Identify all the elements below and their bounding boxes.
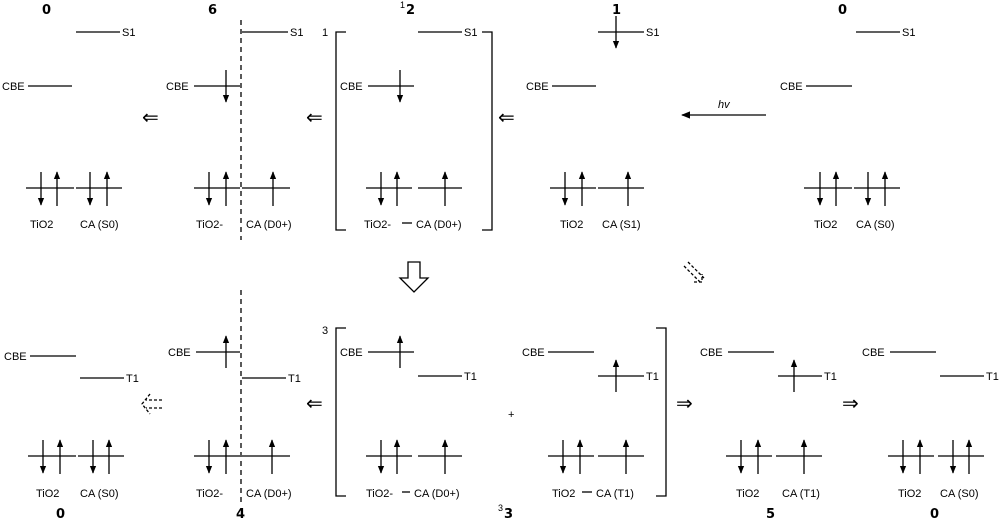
multiplicity-superscript: 1 bbox=[400, 0, 405, 10]
right-bracket bbox=[656, 327, 667, 497]
species-number: 5 bbox=[766, 507, 775, 521]
ca-label: CA (D0+) bbox=[414, 488, 460, 500]
multiplicity-superscript: 3 bbox=[498, 503, 503, 513]
cbe-label: CBE bbox=[780, 81, 803, 93]
ca-label: CA (T1) bbox=[596, 488, 634, 500]
panel-top-6: 6 S1 CBE TiO2- CA (D0+) bbox=[166, 3, 303, 240]
dashed-diagonal-arrow-icon bbox=[683, 265, 703, 283]
ca-label: CA (D0+) bbox=[246, 488, 292, 500]
tio2-minus-label: TiO2- bbox=[196, 488, 223, 500]
tio2-label: TiO2 bbox=[814, 219, 837, 231]
cbe-label: CBE bbox=[522, 347, 545, 359]
double-arrow-right-icon: ⇒ bbox=[842, 393, 859, 415]
cbe-label: CBE bbox=[526, 81, 549, 93]
species-number: 2 bbox=[406, 3, 415, 18]
panel-top-0-right: 0 S1 CBE TiO2 CA (S0) bbox=[780, 3, 915, 231]
t1-label: T1 bbox=[986, 371, 999, 383]
cbe-label: CBE bbox=[340, 81, 363, 93]
panel-bottom-4: CBE T1 TiO2- CA (D0+) 4 bbox=[168, 290, 301, 521]
species-number: 3 bbox=[504, 507, 513, 521]
tio2-label: TiO2 bbox=[552, 488, 575, 500]
panel-bottom-5: CBE T1 TiO2 CA (T1) 5 bbox=[700, 347, 837, 521]
s1-label: S1 bbox=[464, 27, 477, 39]
species-number: 0 bbox=[838, 3, 847, 18]
panel-bottom-0: CBE T1 TiO2 CA (S0) 0 bbox=[4, 351, 139, 521]
ca-label: CA (S0) bbox=[80, 488, 119, 500]
s1-label: S1 bbox=[290, 27, 303, 39]
double-arrow-left-icon: ⇐ bbox=[142, 107, 159, 129]
species-number: 0 bbox=[42, 3, 51, 18]
right-bracket bbox=[482, 31, 493, 231]
s1-label: S1 bbox=[122, 27, 135, 39]
left-bracket bbox=[335, 31, 346, 231]
ca-label: CA (S0) bbox=[856, 219, 895, 231]
double-arrow-left-icon: ⇐ bbox=[306, 393, 323, 415]
t1-label: T1 bbox=[464, 371, 477, 383]
tio2-label: TiO2 bbox=[30, 219, 53, 231]
tio2-minus-label: TiO2- bbox=[196, 219, 223, 231]
tio2-label: TiO2 bbox=[560, 219, 583, 231]
bracket-multiplicity: 3 bbox=[322, 325, 328, 337]
cbe-label: CBE bbox=[700, 347, 723, 359]
ca-label: CA (D0+) bbox=[246, 219, 292, 231]
cbe-label: CBE bbox=[862, 347, 885, 359]
t1-label: T1 bbox=[288, 373, 301, 385]
bracket-multiplicity: 1 bbox=[322, 27, 328, 39]
hv-label: hv bbox=[718, 99, 731, 111]
s1-label: S1 bbox=[902, 27, 915, 39]
t1-label: T1 bbox=[126, 373, 139, 385]
double-arrow-right-icon: ⇒ bbox=[676, 393, 693, 415]
tio2-label: TiO2 bbox=[36, 488, 59, 500]
ca-label: CA (S1) bbox=[602, 219, 641, 231]
tio2-minus-label: TiO2- bbox=[364, 219, 391, 231]
cbe-label: CBE bbox=[166, 81, 189, 93]
tio2-label: TiO2 bbox=[898, 488, 921, 500]
panel-bottom-33: 3 CBE T1 TiO2- CA (D0+) + CBE T1 TiO2 CA… bbox=[322, 325, 667, 521]
species-number: 1 bbox=[612, 3, 621, 18]
t1-label: T1 bbox=[646, 371, 659, 383]
species-number: 0 bbox=[56, 507, 65, 521]
panel-top-1: 1 S1 CBE TiO2 CA (S1) bbox=[526, 3, 659, 231]
panel-top-12: 1 2 1 S1 CBE TiO2- CA (D0+) bbox=[322, 0, 493, 231]
left-bracket bbox=[335, 327, 346, 497]
hollow-down-arrow-icon bbox=[398, 261, 430, 293]
cbe-label: CBE bbox=[4, 351, 27, 363]
ca-label: CA (S0) bbox=[940, 488, 979, 500]
dashed-double-arrow-left-icon bbox=[141, 393, 162, 415]
double-arrow-left-icon: ⇐ bbox=[306, 107, 323, 129]
species-number: 0 bbox=[930, 507, 939, 521]
t1-label: T1 bbox=[824, 371, 837, 383]
plus-sign: + bbox=[508, 409, 514, 421]
cbe-label: CBE bbox=[2, 81, 25, 93]
cbe-label: CBE bbox=[340, 347, 363, 359]
tio2-label: TiO2 bbox=[736, 488, 759, 500]
s1-label: S1 bbox=[646, 27, 659, 39]
panel-bottom-0-right: CBE T1 TiO2 CA (S0) 0 bbox=[862, 347, 999, 521]
species-number: 4 bbox=[236, 507, 245, 521]
panel-top-0: 0 S1 CBE TiO2 CA (S0) bbox=[2, 3, 135, 231]
cbe-label: CBE bbox=[168, 347, 191, 359]
tio2-minus-label: TiO2- bbox=[366, 488, 393, 500]
ca-label: CA (T1) bbox=[782, 488, 820, 500]
species-number: 6 bbox=[208, 3, 217, 18]
double-arrow-left-icon: ⇐ bbox=[498, 107, 515, 129]
ca-label: CA (S0) bbox=[80, 219, 119, 231]
ca-label: CA (D0+) bbox=[416, 219, 462, 231]
